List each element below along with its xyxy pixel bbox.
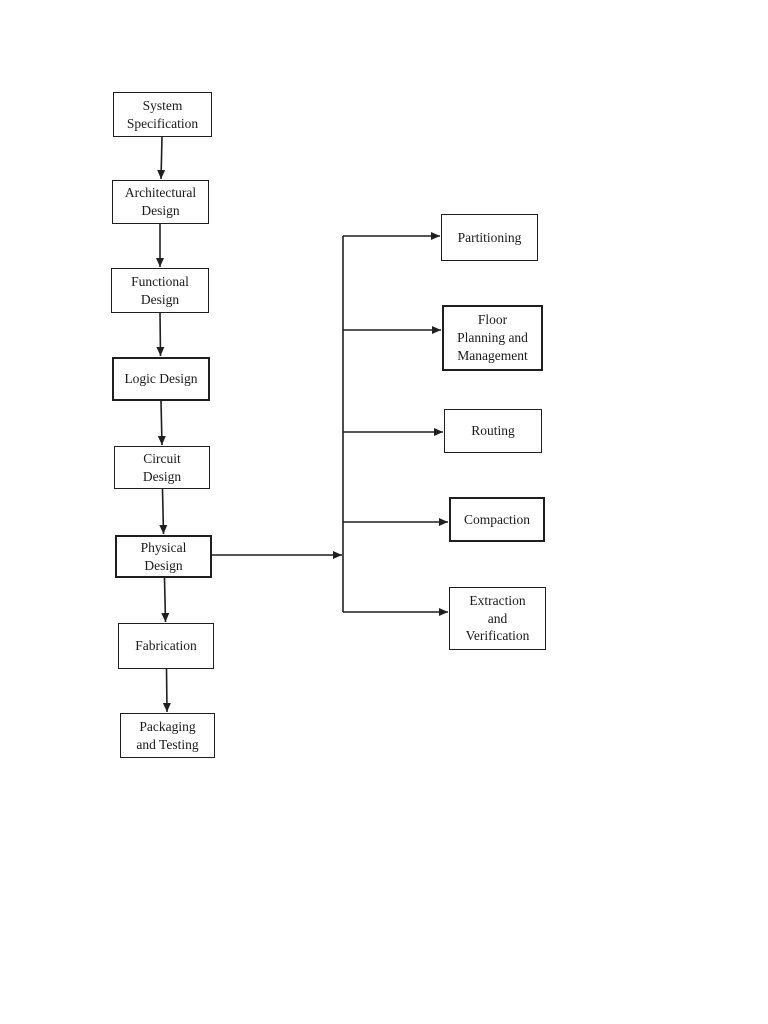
node-extraction-and-verification: Extraction and Verification — [449, 587, 546, 650]
node-routing: Routing — [444, 409, 542, 453]
node-packaging-and-testing: Packaging and Testing — [120, 713, 215, 758]
node-system-specification: System Specification — [113, 92, 212, 137]
node-compaction: Compaction — [449, 497, 545, 542]
node-floor-planning-and-management: Floor Planning and Management — [442, 305, 543, 371]
node-functional-design: Functional Design — [111, 268, 209, 313]
node-architectural-design: Architectural Design — [112, 180, 209, 224]
node-circuit-design: Circuit Design — [114, 446, 210, 489]
node-physical-design: Physical Design — [115, 535, 212, 578]
node-partitioning: Partitioning — [441, 214, 538, 261]
node-fabrication: Fabrication — [118, 623, 214, 669]
node-logic-design: Logic Design — [112, 357, 210, 401]
